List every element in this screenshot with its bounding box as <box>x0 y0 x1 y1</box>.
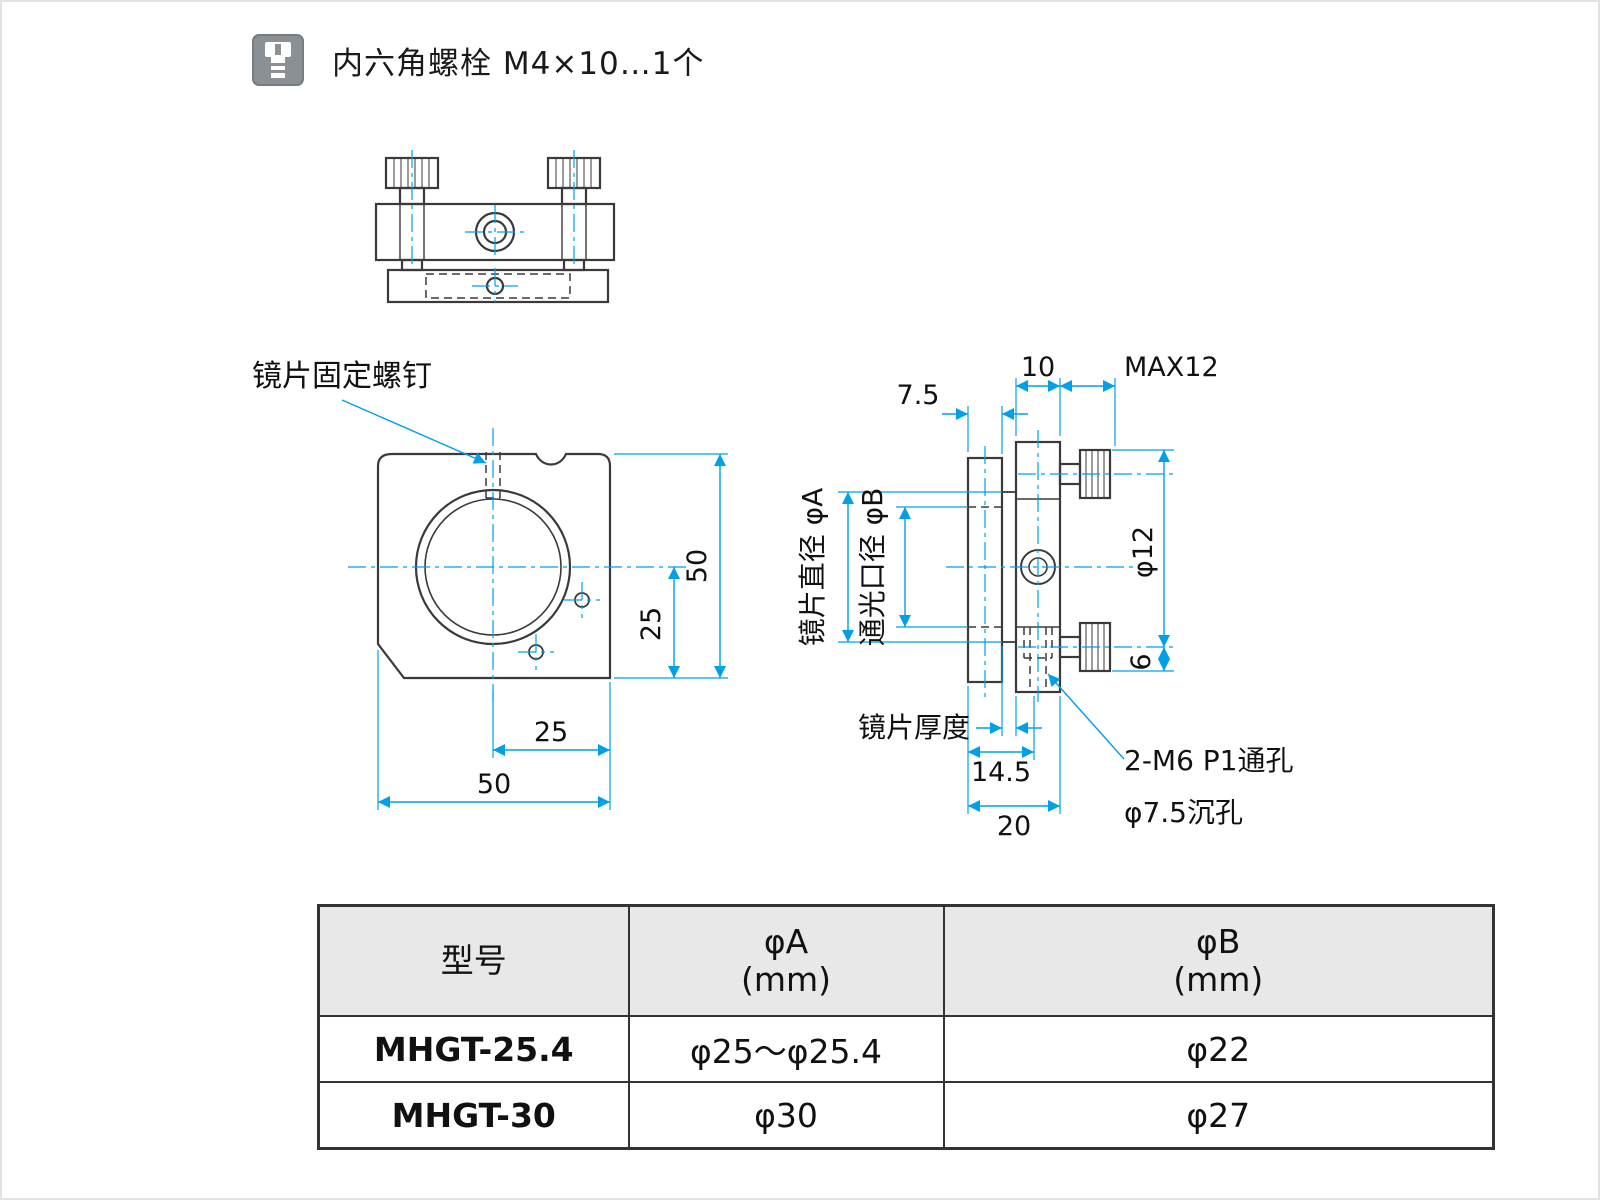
header-phi-b-symbol: φB <box>1196 922 1241 962</box>
model-cell: MHGT-25.4 <box>317 1015 630 1083</box>
front-view-dimension-lines <box>378 454 726 808</box>
top-view-drawing <box>374 150 616 304</box>
side-view-dimension-lines <box>842 380 1170 812</box>
spec-table: 型号 φA (mm) φB (mm) MHGT-25.4 φ25～φ25.4 φ… <box>317 904 1495 1150</box>
lens-diameter-label: 镜片直径 φA <box>796 488 829 647</box>
left-knob-knurl <box>393 159 430 187</box>
table-header-row: 型号 φA (mm) φB (mm) <box>317 904 1495 1017</box>
spec-table-container: 型号 φA (mm) φB (mm) MHGT-25.4 φ25～φ25.4 φ… <box>317 904 1495 1150</box>
front-view-drawing: 50 25 25 50 镜片固定螺钉 <box>252 359 728 810</box>
dim-14-5: 14.5 <box>971 757 1031 788</box>
bottom-screw-head <box>1078 621 1112 673</box>
lens-fixing-screw-label: 镜片固定螺钉 <box>252 359 432 394</box>
lens-fixing-screw-leader <box>341 399 487 464</box>
lens-thickness-label: 镜片厚度 <box>858 711 970 744</box>
header-phi-a-unit: (mm) <box>740 960 832 999</box>
dim-phi12: φ12 <box>1128 526 1159 578</box>
front-view-extension-lines <box>377 453 728 810</box>
counterbore-label: φ7.5沉孔 <box>1124 796 1243 829</box>
header-phi-a-symbol: φA <box>763 922 809 962</box>
right-knob-knurl <box>555 159 592 187</box>
base-plate <box>386 268 610 304</box>
phi-a-cell: φ25～φ25.4 <box>627 1015 945 1083</box>
table-row: MHGT-25.4 φ25～φ25.4 φ22 <box>317 1015 1495 1083</box>
table-row: MHGT-30 φ30 φ27 <box>317 1081 1495 1150</box>
dim-max12: MAX12 <box>1124 352 1219 383</box>
dim-height-50: 50 <box>682 549 713 583</box>
front-plate-outline <box>376 452 612 680</box>
phi-b-cell: φ22 <box>942 1015 1495 1083</box>
holder-body-top <box>374 202 616 262</box>
side-view-drawing: 7.5 10 MAX12 φ12 6 镜片直径 φA 通光口径 φB 镜片厚度 … <box>796 352 1294 842</box>
hex-socket-bolt-icon <box>252 34 304 86</box>
header-phi-b: φB (mm) <box>942 904 1495 1017</box>
m6-hole-leader <box>1047 673 1125 760</box>
dim-6: 6 <box>1126 653 1157 670</box>
included-bolt-label: 内六角螺栓 M4×10…1个 <box>332 45 705 82</box>
top-screw-head <box>1078 448 1112 500</box>
screw-channels <box>399 204 587 260</box>
included-parts-header: 内六角螺栓 M4×10…1个 <box>252 34 704 86</box>
top-view-centerlines <box>411 150 575 302</box>
header-model: 型号 <box>317 904 630 1017</box>
dim-bottom-25: 25 <box>534 717 568 748</box>
dim-center-25: 25 <box>636 607 667 641</box>
through-hole-label: 2-M6 P1通孔 <box>1124 744 1294 777</box>
dim-20: 20 <box>997 811 1031 842</box>
phi-b-cell: φ27 <box>942 1081 1495 1150</box>
dim-width-50: 50 <box>477 769 511 800</box>
dim-7-5: 7.5 <box>897 380 940 411</box>
header-phi-b-unit: (mm) <box>1173 960 1264 999</box>
aperture-label: 通光口径 φB <box>856 488 889 647</box>
front-view-centerlines <box>348 428 688 708</box>
side-view-hidden-lines <box>968 506 1053 692</box>
side-view-centerlines <box>946 430 1174 702</box>
header-phi-a: φA (mm) <box>627 904 945 1017</box>
dim-10: 10 <box>1021 352 1055 383</box>
phi-a-cell: φ30 <box>627 1081 945 1150</box>
model-cell: MHGT-30 <box>317 1081 630 1150</box>
base-hidden-outline <box>425 273 571 299</box>
